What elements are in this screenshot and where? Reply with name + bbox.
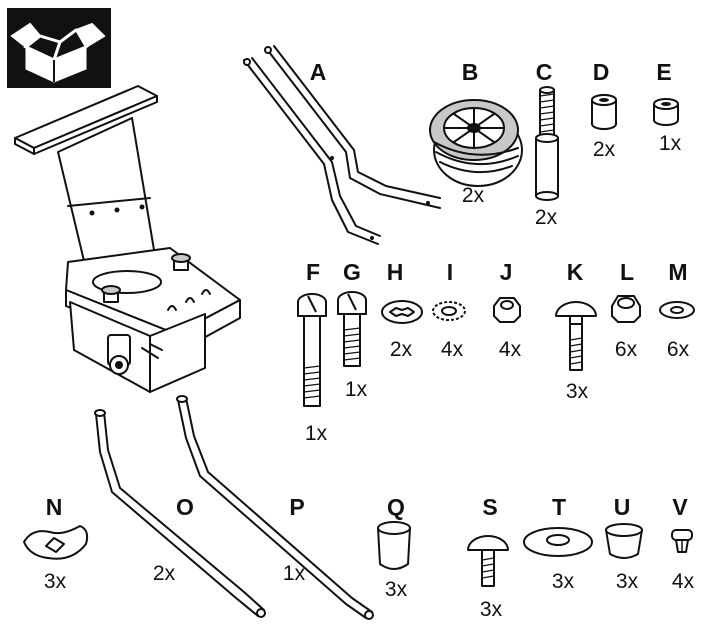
part-u-cap <box>605 523 643 559</box>
part-quantity: 3x <box>480 598 503 621</box>
part-p-leg-tube <box>176 395 374 620</box>
part-letter: B <box>462 59 479 85</box>
part-quantity: 1x <box>305 422 328 445</box>
part-a-handle-bars <box>243 45 441 245</box>
part-quantity: 3x <box>44 570 67 593</box>
part-quantity: 2x <box>593 138 616 161</box>
part-letter: P <box>289 494 304 520</box>
part-n-foot-pad <box>23 525 89 560</box>
part-letter: T <box>552 494 566 520</box>
part-q-sleeve <box>377 521 411 570</box>
part-letter: I <box>447 259 453 285</box>
part-o-leg-tube <box>94 409 266 618</box>
part-e-spacer <box>653 98 679 126</box>
chipper-machine <box>14 85 241 393</box>
part-quantities: 2x 2x 2x 1x 1x 1x 2x 4x 4x 3x 6x 6x 3x 2… <box>44 132 695 621</box>
part-letter: K <box>567 259 584 285</box>
part-f-long-bolt <box>297 293 327 407</box>
part-quantity: 4x <box>441 338 464 361</box>
part-letter: V <box>672 494 688 520</box>
part-quantity: 1x <box>345 378 368 401</box>
part-quantity: 6x <box>615 338 638 361</box>
part-letter: E <box>656 59 671 85</box>
part-letter: G <box>343 259 361 285</box>
part-quantity: 2x <box>390 338 413 361</box>
part-m-flat-washer <box>659 301 695 319</box>
part-letter: L <box>620 259 634 285</box>
part-letter: A <box>310 59 327 85</box>
part-letter: O <box>176 494 194 520</box>
part-c-axle-bolt <box>535 86 559 201</box>
part-quantity: 6x <box>667 338 690 361</box>
part-quantity: 2x <box>462 184 485 207</box>
part-i-lock-washer <box>432 301 466 321</box>
part-letter: N <box>46 494 63 520</box>
part-l-lock-nut <box>611 295 641 323</box>
part-letter: C <box>536 59 553 85</box>
part-v-clip <box>671 529 693 553</box>
part-letter: H <box>387 259 404 285</box>
part-letters: A B C D E F G H I J K L M N O P Q S T U … <box>46 59 689 520</box>
part-letter: F <box>306 259 320 285</box>
open-box-icon <box>7 8 111 88</box>
part-letter: Q <box>387 494 405 520</box>
part-j-nut <box>493 297 521 323</box>
part-quantity: 2x <box>535 206 558 229</box>
part-s-carriage-bolt <box>467 535 509 587</box>
part-quantity: 2x <box>153 562 176 585</box>
part-quantity: 3x <box>616 570 639 593</box>
part-t-large-washer <box>523 527 593 557</box>
part-letter: U <box>614 494 631 520</box>
part-quantity: 1x <box>659 132 682 155</box>
part-letter: M <box>668 259 687 285</box>
part-g-short-bolt <box>337 291 367 367</box>
part-letter: D <box>593 59 610 85</box>
part-k-carriage-bolt <box>555 301 597 371</box>
part-d-spacer <box>591 94 617 130</box>
part-quantity: 4x <box>499 338 522 361</box>
part-h-star-washer <box>381 300 423 324</box>
part-b-wheel <box>429 99 523 187</box>
part-quantity: 4x <box>672 570 695 593</box>
part-letter: S <box>482 494 497 520</box>
part-quantity: 3x <box>385 578 408 601</box>
part-quantity: 3x <box>552 570 575 593</box>
part-letter: J <box>500 259 513 285</box>
part-quantity: 3x <box>566 380 589 403</box>
part-quantity: 1x <box>283 562 306 585</box>
